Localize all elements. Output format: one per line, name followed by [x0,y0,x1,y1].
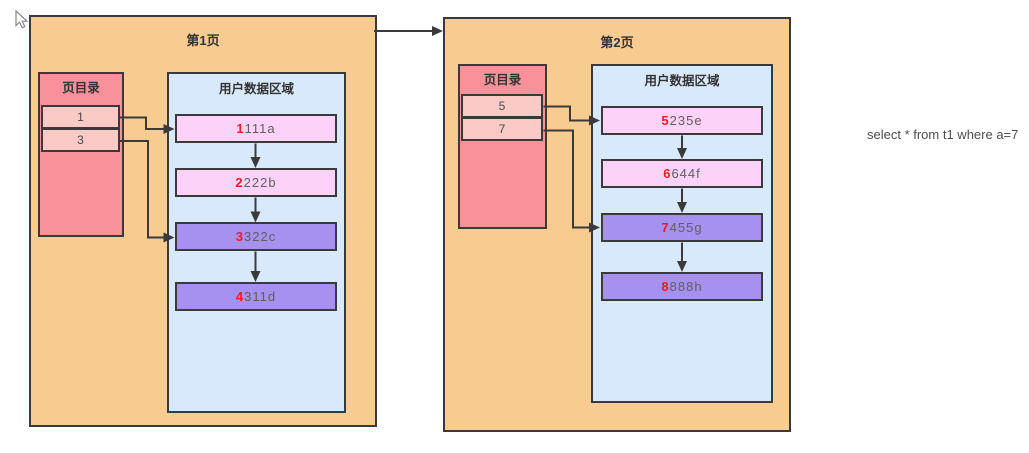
record-key: 1 [236,121,245,136]
record-key: 5 [661,113,670,128]
page-2-directory-box: 页目录 5 7 [458,64,547,229]
record-key: 2 [235,175,244,190]
record-key: 3 [235,229,245,244]
page-2-title: 第2页 [600,35,634,50]
record-value: 322c [244,229,277,244]
page-1-user-data-area-title: 用户数据区域 [218,82,294,96]
page-2-directory-entry-7: 7 [461,117,543,141]
page-2-directory-title: 页目录 [483,73,522,87]
record-value: 888h [669,279,703,294]
record-value: 222b [243,175,277,190]
record-value: 311d [244,289,277,304]
page-1-directory-entry-1: 1 [41,105,120,129]
record-key: 6 [663,166,672,181]
record-key: 4 [235,289,245,304]
page-1-directory-entry-3: 3 [41,128,120,152]
record-key: 7 [661,220,670,235]
page-1-directory-box: 页目录 1 3 [38,72,124,237]
record-value: 455g [669,220,703,235]
record-value: 235e [669,113,703,128]
record-value: 644f [671,166,701,181]
page-1-directory-title: 页目录 [62,81,100,95]
mouse-cursor-icon [15,9,29,29]
page-2-directory-entry-5: 5 [461,94,543,118]
page-2-user-data-area-title: 用户数据区域 [644,74,720,88]
record-key: 8 [661,279,670,294]
sql-query-text: select * from t1 where a=7 [867,127,1019,142]
record-value: 111a [244,121,276,136]
page-1-title: 第1页 [186,33,220,48]
